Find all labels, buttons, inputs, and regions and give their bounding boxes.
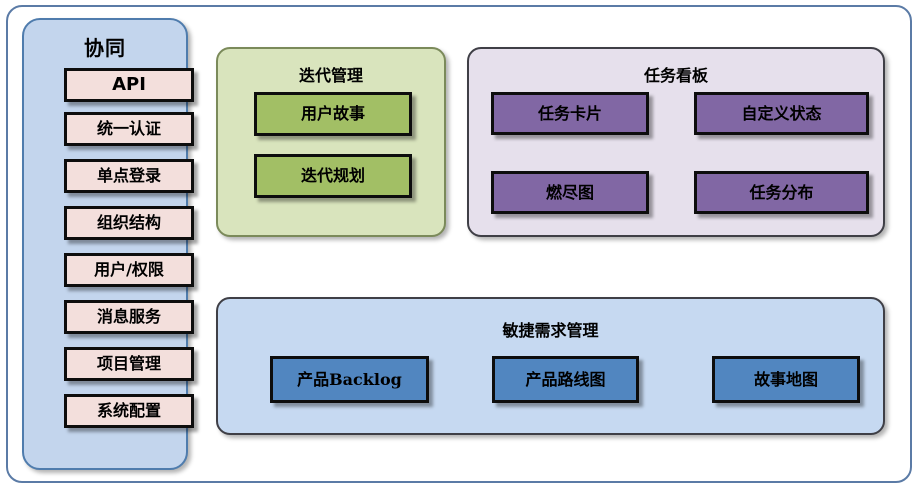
collaboration-item-api[interactable]: API [64,68,194,102]
collaboration-item-user-permission[interactable]: 用户/权限 [64,253,194,287]
taskboard-item-custom-status[interactable]: 自定义状态 [694,92,869,135]
iteration-item-iteration-planning[interactable]: 迭代规划 [254,154,412,198]
collaboration-panel-title: 协同 [84,36,126,60]
collaboration-item-message-service[interactable]: 消息服务 [64,300,194,334]
taskboard-item-task-distribution[interactable]: 任务分布 [694,171,869,214]
iteration-management-panel[interactable]: 迭代管理 用户故事 迭代规划 [216,47,446,237]
collaboration-item-unified-auth[interactable]: 统一认证 [64,112,194,146]
taskboard-item-task-card[interactable]: 任务卡片 [491,92,649,135]
collaboration-item-single-sign-on[interactable]: 单点登录 [64,159,194,193]
agile-requirement-panel[interactable]: 敏捷需求管理 产品Backlog 产品路线图 故事地图 [216,297,885,435]
taskboard-panel-title: 任务看板 [643,66,708,85]
iteration-item-user-story[interactable]: 用户故事 [254,92,412,136]
agile-item-product-backlog[interactable]: 产品Backlog [270,356,429,403]
agile-requirement-panel-title: 敏捷需求管理 [502,321,599,340]
agile-item-product-roadmap[interactable]: 产品路线图 [492,356,639,403]
taskboard-panel[interactable]: 任务看板 任务卡片 自定义状态 燃尽图 任务分布 [467,47,885,237]
collaboration-item-system-config[interactable]: 系统配置 [64,394,194,428]
collaboration-panel[interactable]: 协同 API 统一认证 单点登录 组织结构 用户/权限 消息服务 项目管理 系统… [22,18,194,470]
taskboard-item-burndown-chart[interactable]: 燃尽图 [491,171,649,214]
agile-item-story-map[interactable]: 故事地图 [712,356,860,403]
collaboration-item-org-structure[interactable]: 组织结构 [64,206,194,240]
collaboration-item-project-management[interactable]: 项目管理 [64,347,194,381]
iteration-management-panel-title: 迭代管理 [298,66,363,85]
